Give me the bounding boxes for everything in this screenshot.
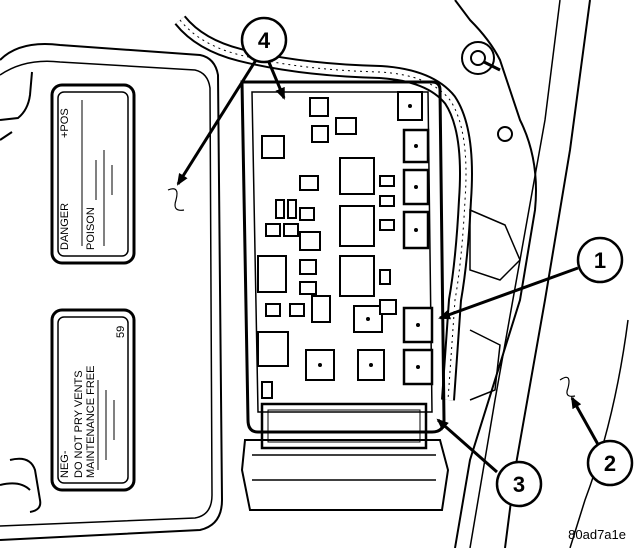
neg-text: NEG- <box>59 450 71 478</box>
svg-text:4: 4 <box>258 28 271 53</box>
no-pry-vents-text: DO NOT PRY VENTS <box>73 370 85 478</box>
mount-bolt <box>461 41 495 75</box>
relay-terminals <box>318 104 420 369</box>
svg-text:2: 2 <box>604 451 616 476</box>
fender-panel <box>454 0 629 548</box>
callout-leaders <box>176 59 602 474</box>
battery <box>0 43 224 541</box>
svg-text:1: 1 <box>594 248 606 273</box>
svg-text:3: 3 <box>513 472 525 497</box>
battery-top-label-text: DANGER POISON +POS <box>59 108 97 250</box>
leader-4a <box>176 59 258 186</box>
leader-1 <box>438 266 579 320</box>
pdc-connector <box>260 402 428 450</box>
callout-1: 1 <box>576 236 624 284</box>
battery-bottom-label-text: NEG- DO NOT PRY VENTS MAINTENANCE FREE 5… <box>59 326 127 478</box>
battery-warning-label <box>50 83 136 265</box>
figure-id: 80ad7a1e <box>568 527 626 542</box>
wiring-harness <box>174 15 473 401</box>
callout-4: 4 <box>240 16 288 64</box>
pdc-components <box>257 91 434 399</box>
leader-4b <box>266 59 286 100</box>
poison-text: POISON <box>85 207 97 250</box>
leader-3 <box>436 418 498 474</box>
pos-text: +POS <box>59 108 71 138</box>
battery-info-label <box>50 308 136 492</box>
maintenance-free-text: MAINTENANCE FREE <box>85 366 97 478</box>
callout-2: 2 <box>586 439 634 487</box>
danger-text: DANGER <box>59 203 71 250</box>
callout-3: 3 <box>495 460 543 508</box>
leader-2 <box>570 396 602 449</box>
battery-code-text: 59 <box>115 326 127 338</box>
